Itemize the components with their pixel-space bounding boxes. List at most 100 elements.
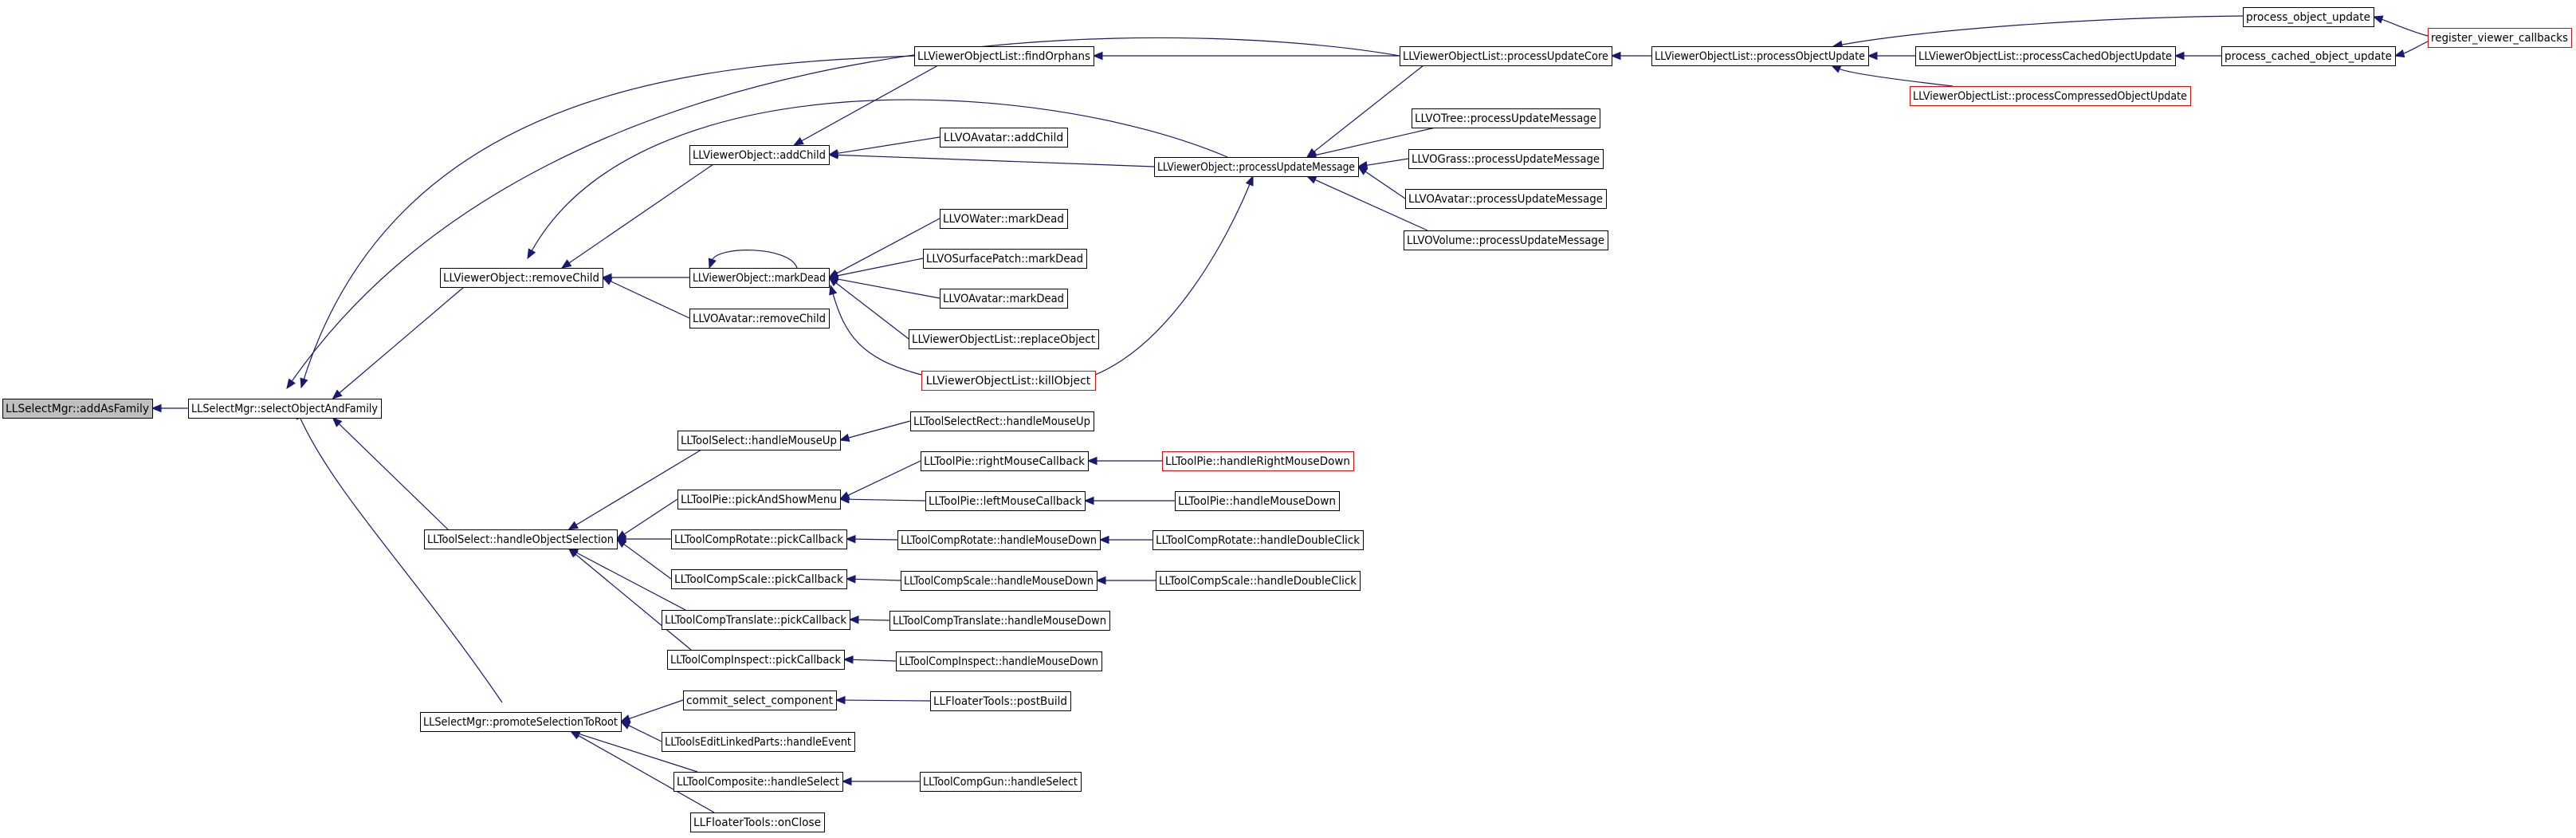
node-box[interactable]	[671, 529, 847, 549]
node-box[interactable]	[673, 772, 843, 792]
node-box[interactable]	[940, 209, 1068, 229]
node-vot_processUpdateMessage[interactable]: LLVOTree::processUpdateMessage	[1412, 108, 1600, 128]
node-ts_handleMouseUp[interactable]: LLToolSelect::handleMouseUp	[677, 431, 841, 450]
node-process_object_update[interactable]: process_object_update	[2243, 7, 2374, 27]
node-vo_markDead[interactable]: LLViewerObject::markDead	[689, 268, 830, 288]
node-tci_pickCallback[interactable]: LLToolCompInspect::pickCallback	[667, 650, 845, 670]
node-voa_addChild[interactable]: LLVOAvatar::addChild	[940, 128, 1068, 148]
node-box[interactable]	[940, 289, 1068, 309]
node-box[interactable]	[889, 611, 1110, 631]
node-vow_markDead[interactable]: LLVOWater::markDead	[940, 209, 1068, 229]
node-box[interactable]	[1915, 46, 2176, 66]
node-ts_handleObjectSelection[interactable]: LLToolSelect::handleObjectSelection	[424, 529, 618, 549]
node-box[interactable]	[677, 431, 841, 450]
node-box[interactable]	[1156, 571, 1361, 591]
node-vol_processCachedObjectUpdate[interactable]: LLViewerObjectList::processCachedObjectU…	[1915, 46, 2176, 66]
node-box[interactable]	[667, 650, 845, 670]
node-tcg_handleSelect[interactable]: LLToolCompGun::handleSelect	[920, 772, 1082, 792]
node-voa_removeChild[interactable]: LLVOAvatar::removeChild	[689, 309, 830, 329]
node-promoteSelectionToRoot[interactable]: LLSelectMgr::promoteSelectionToRoot	[420, 712, 622, 732]
node-tcs_handleMouseDown[interactable]: LLToolCompScale::handleMouseDown	[901, 571, 1098, 591]
node-tcs_pickCallback[interactable]: LLToolCompScale::pickCallback	[671, 569, 847, 589]
node-box[interactable]	[689, 145, 830, 165]
node-addAsFamily[interactable]: LLSelectMgr::addAsFamily	[2, 399, 153, 419]
node-vo_processUpdateMessage[interactable]: LLViewerObject::processUpdateMessage	[1154, 157, 1359, 177]
node-tct_pickCallback[interactable]: LLToolCompTranslate::pickCallback	[662, 610, 850, 630]
node-box[interactable]	[690, 812, 825, 832]
node-voa_processUpdateMessage[interactable]: LLVOAvatar::processUpdateMessage	[1405, 189, 1607, 209]
node-box[interactable]	[940, 128, 1068, 148]
node-box[interactable]	[921, 371, 1096, 391]
node-vol_findOrphans[interactable]: LLViewerObjectList::findOrphans	[914, 46, 1094, 66]
node-vol_replaceObject[interactable]: LLViewerObjectList::replaceObject	[909, 329, 1099, 349]
node-box[interactable]	[2428, 28, 2572, 48]
node-box[interactable]	[896, 651, 1102, 671]
node-vog_processUpdateMessage[interactable]: LLVOGrass::processUpdateMessage	[1408, 149, 1604, 169]
node-box[interactable]	[925, 491, 1086, 511]
node-tp_pickAndShowMenu[interactable]: LLToolPie::pickAndShowMenu	[677, 490, 841, 509]
node-tp_handleMouseDown[interactable]: LLToolPie::handleMouseDown	[1175, 491, 1340, 511]
node-vosp_markDead[interactable]: LLVOSurfacePatch::markDead	[923, 249, 1087, 269]
node-box[interactable]	[1153, 530, 1364, 550]
node-selectObjectAndFamily[interactable]: LLSelectMgr::selectObjectAndFamily	[188, 399, 382, 419]
node-box[interactable]	[1404, 230, 1608, 250]
node-box[interactable]	[662, 732, 855, 752]
node-box[interactable]	[671, 569, 847, 589]
node-vol_processCompressedObjectUpdate[interactable]: LLViewerObjectList::processCompressedObj…	[1910, 86, 2191, 106]
node-tcr_handleDoubleClick[interactable]: LLToolCompRotate::handleDoubleClick	[1153, 530, 1364, 550]
node-box[interactable]	[923, 249, 1087, 269]
node-box[interactable]	[901, 571, 1098, 591]
node-tci_handleMouseDown[interactable]: LLToolCompInspect::handleMouseDown	[896, 651, 1102, 671]
node-box[interactable]	[909, 329, 1099, 349]
node-vol_processObjectUpdate[interactable]: LLViewerObjectList::processObjectUpdate	[1651, 46, 1869, 66]
node-ft_onClose[interactable]: LLFloaterTools::onClose	[690, 812, 825, 832]
node-tcomp_handleSelect[interactable]: LLToolComposite::handleSelect	[673, 772, 843, 792]
node-tcr_handleMouseDown[interactable]: LLToolCompRotate::handleMouseDown	[897, 530, 1101, 550]
node-register_viewer_callbacks[interactable]: register_viewer_callbacks	[2428, 28, 2572, 48]
node-box[interactable]	[2243, 7, 2374, 27]
node-vo_addChild[interactable]: LLViewerObject::addChild	[689, 145, 830, 165]
node-box[interactable]	[1154, 157, 1359, 177]
node-commit_select_component[interactable]: commit_select_component	[683, 690, 837, 710]
node-tcr_pickCallback[interactable]: LLToolCompRotate::pickCallback	[671, 529, 847, 549]
node-box[interactable]	[1162, 451, 1354, 471]
node-tp_handleRightMouseDown[interactable]: LLToolPie::handleRightMouseDown	[1162, 451, 1354, 471]
node-box[interactable]	[689, 309, 830, 329]
node-box[interactable]	[1651, 46, 1869, 66]
node-elp_handleEvent[interactable]: LLToolsEditLinkedParts::handleEvent	[662, 732, 855, 752]
node-box[interactable]	[689, 268, 830, 288]
node-box[interactable]	[1175, 491, 1340, 511]
node-box[interactable]	[2221, 46, 2396, 66]
node-box[interactable]	[2, 399, 153, 419]
node-vol_processUpdateCore[interactable]: LLViewerObjectList::processUpdateCore	[1400, 46, 1612, 66]
node-vo_removeChild[interactable]: LLViewerObject::removeChild	[440, 268, 603, 288]
node-tp_rightMouseCallback[interactable]: LLToolPie::rightMouseCallback	[921, 451, 1089, 471]
node-box[interactable]	[440, 268, 603, 288]
node-box[interactable]	[930, 691, 1071, 711]
node-tp_leftMouseCallback[interactable]: LLToolPie::leftMouseCallback	[925, 491, 1086, 511]
node-process_cached_object_update[interactable]: process_cached_object_update	[2221, 46, 2396, 66]
node-box[interactable]	[921, 451, 1089, 471]
node-box[interactable]	[677, 490, 841, 509]
node-box[interactable]	[1910, 86, 2191, 106]
node-box[interactable]	[910, 411, 1094, 431]
node-tct_handleMouseDown[interactable]: LLToolCompTranslate::handleMouseDown	[889, 611, 1110, 631]
node-box[interactable]	[897, 530, 1101, 550]
node-tsr_handleMouseUp[interactable]: LLToolSelectRect::handleMouseUp	[910, 411, 1094, 431]
node-box[interactable]	[914, 46, 1094, 66]
node-box[interactable]	[683, 690, 837, 710]
node-box[interactable]	[424, 529, 618, 549]
node-box[interactable]	[662, 610, 850, 630]
node-box[interactable]	[1412, 108, 1600, 128]
node-box[interactable]	[1400, 46, 1612, 66]
node-box[interactable]	[420, 712, 622, 732]
node-vol_killObject[interactable]: LLViewerObjectList::killObject	[921, 371, 1096, 391]
node-ft_postBuild[interactable]: LLFloaterTools::postBuild	[930, 691, 1071, 711]
node-box[interactable]	[1405, 189, 1607, 209]
node-box[interactable]	[1408, 149, 1604, 169]
node-vov_processUpdateMessage[interactable]: LLVOVolume::processUpdateMessage	[1404, 230, 1608, 250]
node-tcs_handleDoubleClick[interactable]: LLToolCompScale::handleDoubleClick	[1156, 571, 1361, 591]
node-box[interactable]	[920, 772, 1082, 792]
node-box[interactable]	[188, 399, 382, 419]
node-voa_markDead[interactable]: LLVOAvatar::markDead	[940, 289, 1068, 309]
